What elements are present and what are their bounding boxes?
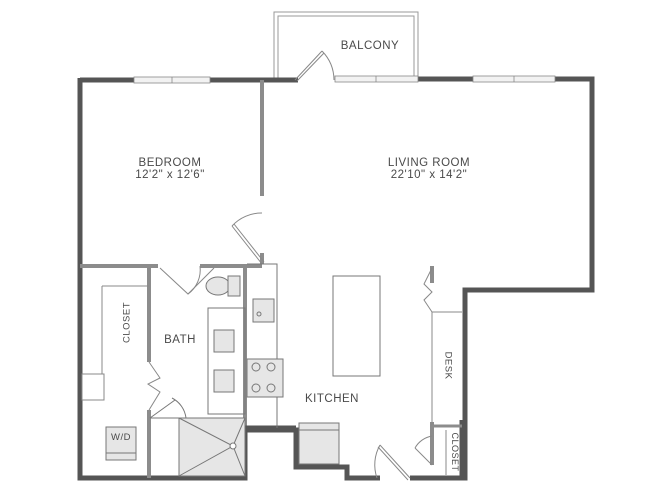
label-living-room: LIVING ROOM 22'10" x 14'2" bbox=[374, 157, 484, 181]
bath-fixtures bbox=[149, 275, 246, 477]
balcony-railing bbox=[273, 11, 419, 78]
bedroom-closet bbox=[81, 285, 161, 411]
room-name-bedroom: BEDROOM bbox=[138, 157, 202, 169]
label-closet-bedroom: CLOSET bbox=[121, 302, 133, 344]
room-name-living-room: LIVING ROOM bbox=[387, 157, 471, 169]
label-washer-dryer: W/D bbox=[106, 432, 136, 443]
kitchen-wall bbox=[245, 420, 465, 478]
entry-door bbox=[374, 444, 411, 481]
room-name-bath: BATH bbox=[164, 334, 196, 346]
label-bath: BATH bbox=[158, 334, 202, 346]
room-dimensions-bedroom: 12'2" x 12'6" bbox=[135, 169, 205, 181]
label-closet-entry: CLOSET bbox=[450, 432, 460, 472]
kitchen-fixtures bbox=[246, 263, 381, 465]
label-wd: W/D bbox=[111, 432, 131, 443]
desk-closet bbox=[414, 267, 462, 475]
washer-dryer bbox=[105, 426, 137, 461]
windows bbox=[133, 75, 556, 84]
room-name-balcony: BALCONY bbox=[340, 40, 400, 52]
label-balcony: BALCONY bbox=[330, 40, 410, 52]
label-bedroom: BEDROOM 12'2" x 12'6" bbox=[120, 157, 220, 181]
label-kitchen: KITCHEN bbox=[300, 393, 364, 405]
label-desk: DESK bbox=[442, 351, 454, 380]
balcony-door bbox=[294, 50, 335, 82]
bedroom-door bbox=[231, 212, 265, 265]
room-name-kitchen: KITCHEN bbox=[305, 393, 359, 405]
room-dimensions-living-room: 22'10" x 14'2" bbox=[390, 169, 468, 181]
bath-door bbox=[159, 265, 215, 295]
